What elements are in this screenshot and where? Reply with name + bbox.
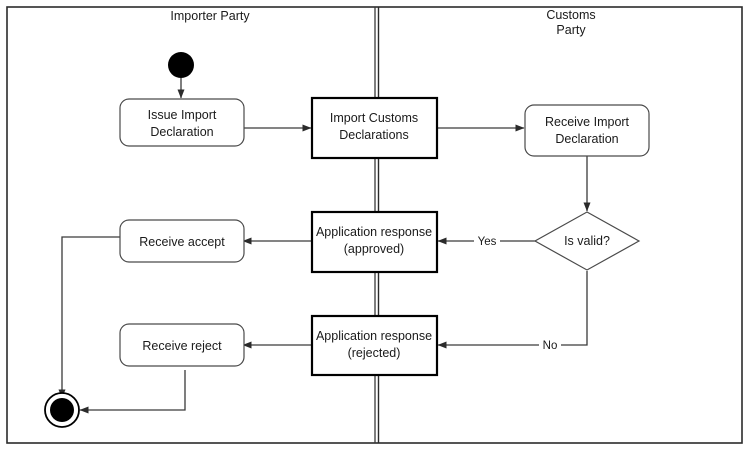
edge-receive-accept-to-end [58, 236, 120, 399]
node-label-line1: Issue Import [148, 108, 217, 122]
node-issue-import-declaration[interactable]: Issue Import Declaration [119, 98, 245, 147]
node-label-line2: (rejected) [348, 346, 401, 360]
node-application-response-rejected[interactable]: Application response (rejected) [310, 314, 439, 377]
edge-label-no-group: No [539, 337, 561, 352]
node-receive-reject[interactable]: Receive reject [119, 323, 245, 367]
edge-receive-reject-to-end [79, 370, 186, 414]
node-is-valid-decision[interactable]: Is valid? [533, 211, 641, 271]
node-label-line2: Declaration [555, 132, 618, 146]
lane-title-importer: Importer Party [170, 9, 250, 23]
node-label-line1: Application response [316, 225, 432, 239]
node-application-response-approved[interactable]: Application response (approved) [310, 210, 439, 274]
node-label-line1: Application response [316, 329, 432, 343]
node-label-line2: Declarations [339, 128, 408, 142]
edge-is-valid-no-to-rejected [437, 271, 588, 349]
final-node [44, 392, 80, 428]
initial-node [168, 52, 194, 78]
lane-title-customs-line1: Customs [546, 8, 595, 22]
edge-label-no: No [543, 340, 558, 352]
node-label-line2: (approved) [344, 242, 404, 256]
node-label-line1: Import Customs [330, 111, 418, 125]
lane-title-customs-line2: Party [556, 23, 586, 37]
node-label: Is valid? [564, 234, 610, 248]
edge-label-yes: Yes [478, 236, 497, 248]
node-label: Receive reject [142, 339, 222, 353]
node-import-customs-declarations[interactable]: Import Customs Declarations [310, 96, 439, 160]
edge-label-yes-group: Yes [474, 233, 500, 248]
node-label-line2: Declaration [150, 125, 213, 139]
node-label-line1: Receive Import [545, 115, 630, 129]
node-label: Receive accept [139, 235, 225, 249]
node-receive-import-declaration[interactable]: Receive Import Declaration [524, 104, 650, 157]
node-receive-accept[interactable]: Receive accept [119, 219, 245, 263]
